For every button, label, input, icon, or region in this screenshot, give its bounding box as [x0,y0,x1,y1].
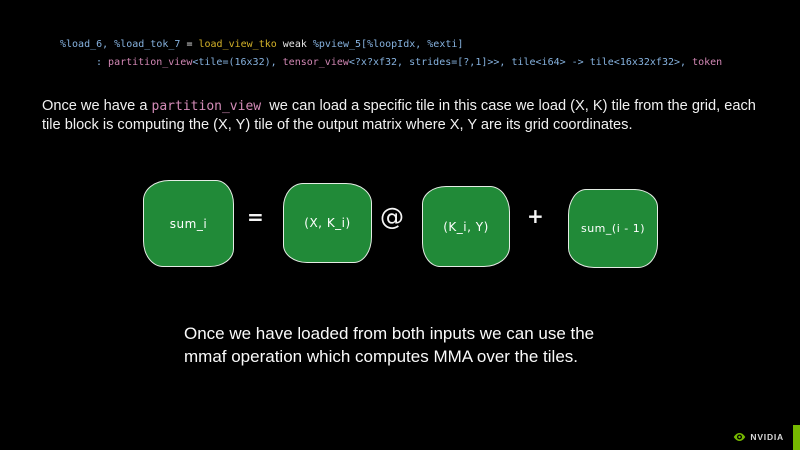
diagram-box-label: (X, K_i) [304,216,351,230]
nvidia-logo: NVIDIA [733,432,784,442]
diagram-box-label: sum_(i - 1) [580,222,646,235]
code-keyword: weak [276,39,313,50]
code-results: %load_6, %load_tok_7 [60,39,181,50]
code-op-name: load_view_tko [198,39,277,50]
code-operands: %pview_5[%loopIdx, %exti] [312,39,464,50]
code-assign: = [180,39,199,50]
code-type-tensor-view: tensor_view [282,56,349,68]
code-type-partition-view: partition_view [108,56,193,68]
nvidia-green-accent-bar [793,425,800,450]
code-block: %load_6, %load_tok_7 = load_view_tko wea… [60,36,722,71]
caption-line-2: mmaf operation which computes MMA over t… [184,347,578,366]
matmul-operator: @ [380,203,404,231]
nvidia-wordmark: NVIDIA [750,432,784,442]
intro-inline-code: partition_view [151,98,262,114]
diagram-box-x-ki: (X, K_i) [283,183,372,263]
equals-operator: = [247,205,264,229]
caption-line-1: Once we have loaded from both inputs we … [184,324,595,343]
diagram-box-sum-i: sum_i [143,180,234,267]
code-type-params-2: <?x?xf32, strides=[?,1]>>, tile<i64> -> … [348,56,693,68]
intro-text-before: Once we have a [42,97,152,114]
diagram-box-sum-i-minus-1: sum_(i - 1) [568,189,658,268]
nvidia-eye-icon [733,432,746,442]
code-type-token: token [692,56,723,68]
intro-paragraph: Once we have a partition_view we can loa… [42,97,768,136]
diagram-box-label: sum_i [169,216,208,231]
diagram-box-ki-y: (K_i, Y) [422,186,510,267]
plus-operator: + [527,204,544,228]
intro-text-after: we can load a specific tile in this case… [42,97,760,134]
caption: Once we have loaded from both inputs we … [184,322,594,368]
code-line-2: : partition_view<tile=(16x32), tensor_vi… [60,54,722,72]
code-colon: : [96,56,109,68]
diagram-box-label: (K_i, Y) [443,219,489,234]
code-type-params-1: <tile=(16x32), [192,56,283,68]
code-line-1: %load_6, %load_tok_7 = load_view_tko wea… [60,36,722,54]
